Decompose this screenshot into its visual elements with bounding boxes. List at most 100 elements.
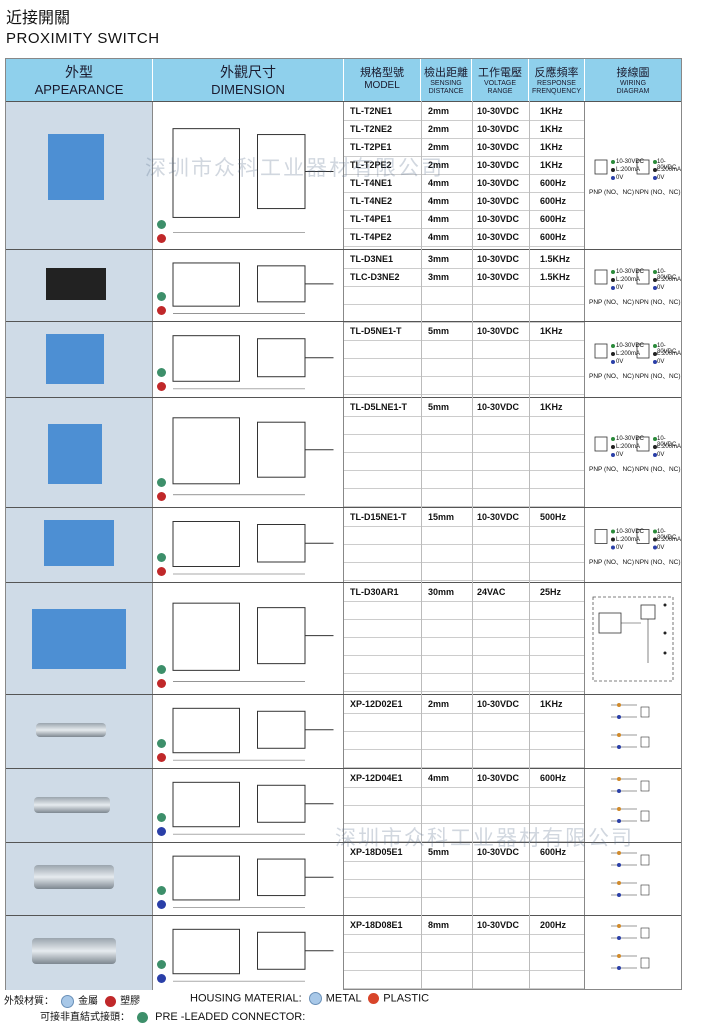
connector-dot-icon [157, 220, 166, 229]
wiring-load-label: L:200mA [657, 277, 682, 283]
spec-freq: 200Hz [540, 920, 567, 930]
dimension-drawing-svg [172, 781, 334, 835]
wiring-zero-label: 0V [616, 359, 624, 365]
spec-dist: 5mm [428, 326, 450, 336]
spec-volt: 10-30VDC [477, 254, 520, 264]
legend-housing-en: HOUSING MATERIAL: METAL PLASTIC [190, 992, 430, 1005]
appearance-photo [6, 843, 153, 916]
spec-dist: 15mm [428, 512, 455, 522]
spec-freq: 600Hz [540, 847, 567, 857]
wiring-npn-label: NPN (NO、NC) [635, 189, 681, 196]
spec-freq: 1KHz [540, 699, 563, 709]
spec-row [344, 655, 584, 674]
spec-row [344, 601, 584, 620]
wiring-load-label: L:200mA [616, 351, 641, 357]
spec-volt: 24VAC [477, 587, 506, 597]
wiring-diagram [584, 583, 682, 695]
watermark-top: 深圳市众科工业器材有限公司 [145, 156, 444, 180]
sensor-image [36, 723, 106, 737]
sensor-image [34, 865, 114, 889]
wiring-pnp-label: PNP (NO、NC) [589, 558, 635, 566]
dimension-drawing [153, 583, 344, 695]
metal-dot-icon [61, 994, 75, 1008]
sensor-image [48, 424, 102, 484]
spec-freq: 1KHz [540, 106, 563, 116]
dimension-drawing-svg [172, 417, 334, 496]
connector-dot-icon [157, 368, 166, 377]
connector-dot-icon [157, 886, 166, 895]
spec-freq: 1KHz [540, 160, 563, 170]
appearance-photo [6, 398, 153, 508]
wiring-npn-label: NPN (NO、NC) [635, 558, 681, 566]
spec-model: XP-12D04E1 [350, 773, 403, 783]
sensor-image [32, 938, 116, 964]
spec-model: XP-12D02E1 [350, 699, 403, 709]
spec-volt: 10-30VDC [477, 773, 520, 783]
wiring-voltage-label: 10-30VDC [616, 269, 645, 275]
wiring-pnp-label: PNP (NO、NC) [589, 299, 635, 306]
wiring-diagram: 10-30VDC 10-30VDC L:200mA L:200mA 0V 0V … [584, 250, 682, 322]
plastic-dot-icon [157, 306, 166, 315]
spec-row [344, 861, 584, 880]
plastic-dot-icon [157, 234, 166, 243]
spec-dist: 5mm [428, 402, 450, 412]
spec-row [344, 619, 584, 638]
wiring-load-label: L:200mA [657, 444, 682, 450]
wiring-diagram-svg [611, 703, 650, 749]
wiring-diagram: 10-30VDC 10-30VDC L:200mA L:200mA 0V 0V … [584, 508, 682, 583]
appearance-photo [6, 916, 153, 990]
dimension-drawing-svg [172, 521, 334, 575]
wiring-diagram-svg [592, 596, 674, 682]
spec-row [344, 470, 584, 489]
wiring-npn-label: NPN (NO、NC) [635, 373, 681, 380]
spec-volt: 10-30VDC [477, 214, 520, 224]
spec-row [344, 488, 584, 507]
wiring-diagram-svg [611, 924, 650, 970]
spec-volt: 10-30VDC [477, 402, 520, 412]
spec-dist: 4mm [428, 232, 450, 242]
appearance-photo [6, 102, 153, 250]
appearance-photo [6, 769, 153, 843]
spec-volt: 10-30VDC [477, 106, 520, 116]
spec-dist: 2mm [428, 160, 450, 170]
metal-dot-icon [157, 900, 166, 909]
wiring-voltage-label: 10-30VDC [657, 436, 677, 448]
plastic-dot-icon [157, 753, 166, 762]
spec-model: TL-T2NE2 [350, 124, 393, 134]
spec-freq: 600Hz [540, 178, 567, 188]
wiring-diagram-svg [611, 777, 650, 823]
spec-volt: 10-30VDC [477, 232, 520, 242]
spec-dist: 4mm [428, 178, 450, 188]
spec-freq: 1.5KHz [540, 254, 571, 264]
wiring-zero-label: 0V [657, 452, 665, 458]
connector-dot-icon [157, 553, 166, 562]
spec-model: XP-18D05E1 [350, 847, 403, 857]
spec-dist: 2mm [428, 142, 450, 152]
appearance-photo [6, 695, 153, 769]
spec-row [344, 805, 584, 824]
spec-volt: 10-30VDC [477, 847, 520, 857]
connector-dot-icon [157, 739, 166, 748]
plastic-dot-icon [157, 679, 166, 688]
wiring-voltage-label: 10-30VDC [657, 528, 677, 541]
wiring-voltage-label: 10-30VDC [657, 269, 677, 281]
spec-row [344, 970, 584, 989]
spec-freq: 1KHz [540, 124, 563, 134]
dimension-drawing [153, 508, 344, 583]
metal-dot-icon [308, 992, 322, 1005]
spec-row [344, 376, 584, 395]
spec-model: TL-D15NE1-T [350, 512, 407, 522]
spec-dist: 5mm [428, 847, 450, 857]
